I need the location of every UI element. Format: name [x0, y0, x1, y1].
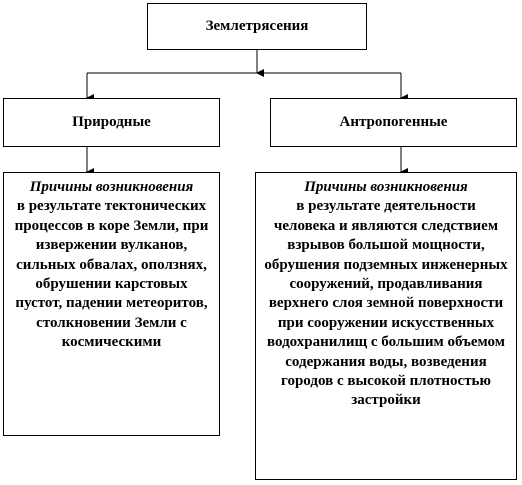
- natural-causes-box: Причины возникновения в результате текто…: [3, 172, 220, 436]
- anthropogenic-causes-box: Причины возникновения в результате деяте…: [255, 172, 517, 480]
- root-box: Землетрясения: [147, 3, 367, 50]
- anthropogenic-category-label: Антропогенные: [339, 114, 448, 130]
- anthropogenic-causes-text: в результате деятельности человека и явл…: [264, 198, 508, 409]
- anthropogenic-category-box: Антропогенные: [270, 98, 517, 147]
- root-label: Землетрясения: [205, 18, 309, 34]
- natural-causes-heading: Причины возникновения: [29, 179, 194, 195]
- anthropogenic-causes-heading: Причины возникновения: [304, 179, 468, 195]
- natural-category-label: Природные: [72, 114, 151, 130]
- natural-category-box: Природные: [3, 98, 220, 147]
- natural-causes-text: в результате тектонических процессов в к…: [14, 198, 209, 351]
